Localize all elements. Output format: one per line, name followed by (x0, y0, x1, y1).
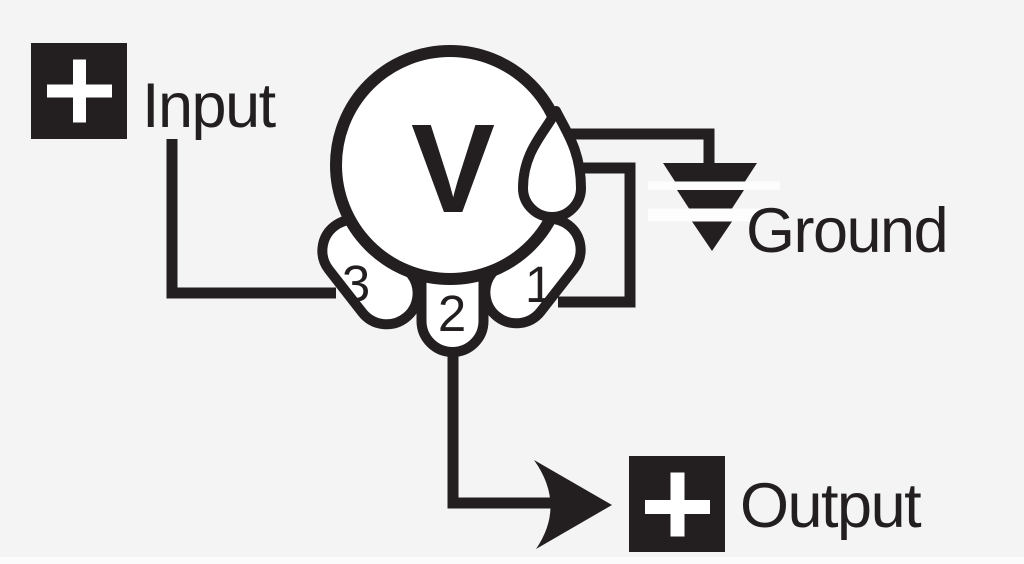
ground-bar-bottom (692, 221, 732, 251)
ground-icon (648, 163, 780, 251)
output-wire (447, 344, 562, 509)
lug-3-number: 3 (342, 255, 370, 312)
ground-gap-band-2 (648, 208, 760, 222)
signal-arrow-icon (534, 460, 612, 549)
output-label: Output (740, 471, 922, 541)
lug1-casing-wire (558, 162, 636, 308)
ground-bar-middle (677, 190, 744, 209)
ground-bar-top (663, 163, 757, 182)
output-plus-vbar (670, 472, 685, 537)
input-plus-icon (31, 43, 127, 139)
output-plus-icon (629, 456, 725, 552)
input-label: Input (142, 71, 277, 141)
ground-gap-band-1 (648, 181, 780, 190)
bottom-edge-strip (0, 557, 1024, 564)
input-wire (166, 139, 336, 299)
input-plus-vbar (73, 59, 86, 123)
ground-label: Ground (746, 196, 947, 266)
pot-letter: V (411, 98, 495, 239)
casing-solder-tab-icon (518, 106, 586, 222)
lug-1-number: 1 (525, 256, 553, 313)
lug-2-number: 2 (438, 285, 466, 342)
ground-wire (564, 128, 715, 164)
